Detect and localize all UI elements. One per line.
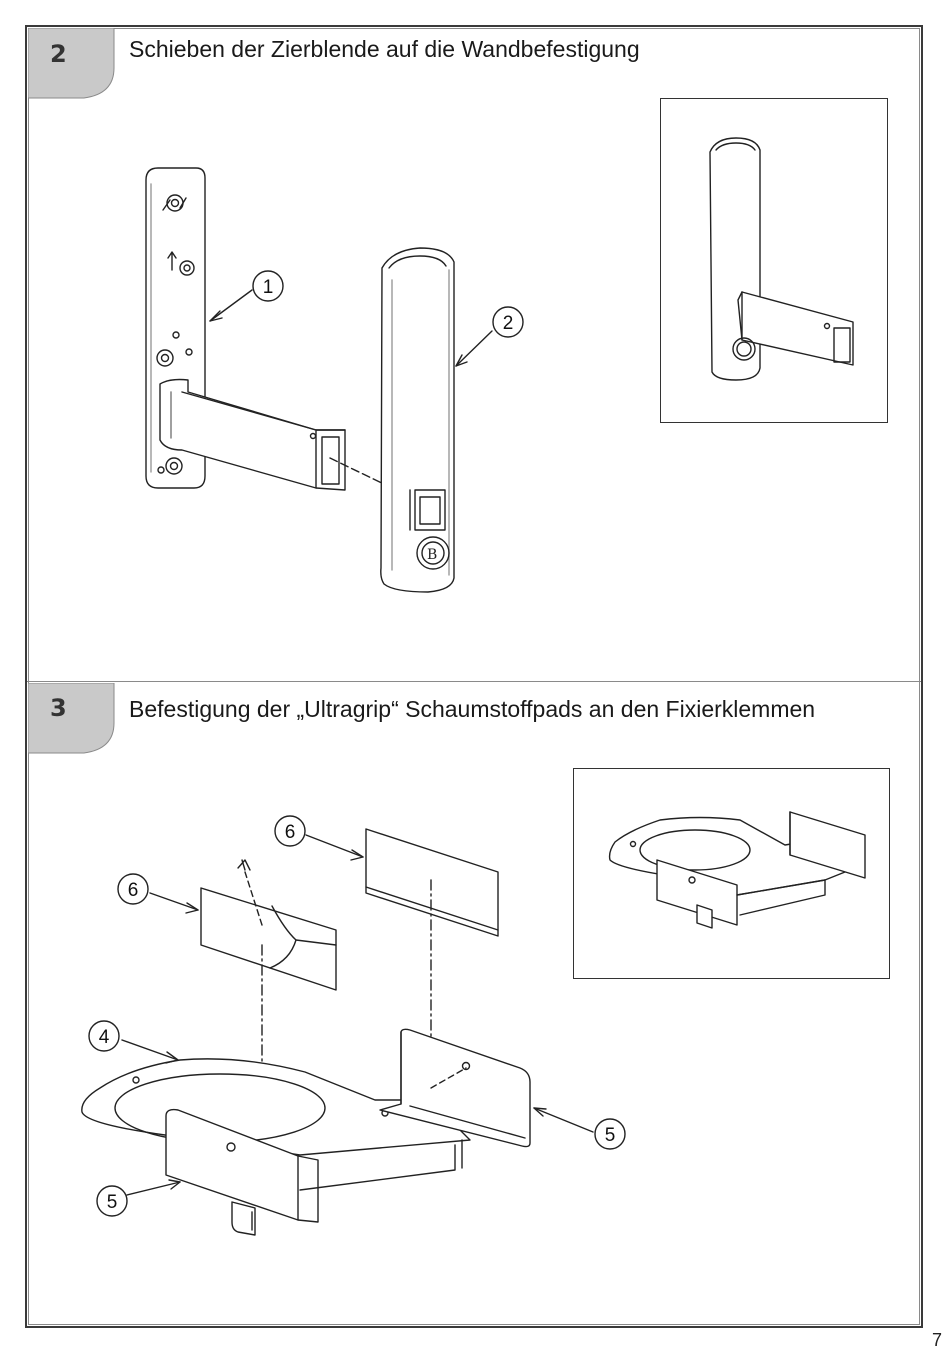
foam-pad-large-drawing [365,828,499,937]
callout-label-1: 1 [263,277,274,298]
callout-circle-5a [594,1118,626,1150]
callout-circle-5b [96,1185,128,1217]
callout-label-4: 4 [99,1027,110,1048]
section-divider [27,681,921,682]
step-3-title: Befestigung der „Ultragrip“ Schaumstoffp… [129,696,816,722]
step-2-inset-assembled-drawing [709,137,854,381]
wall-mount-plate-drawing [145,167,393,491]
page-number: 7 [931,1330,942,1350]
callout-label-5b: 5 [107,1192,118,1213]
foam-pad-small-drawing [200,859,337,991]
step-2-inset-box [660,98,888,423]
callout-circle-2 [492,306,524,338]
callout-circle-6a [274,815,306,847]
step-3-number: 3 [50,694,68,722]
step-2-tab [28,28,118,100]
step-2-number: 2 [50,40,68,68]
step-3-inset-assembled-drawing [608,811,866,929]
page-frame [25,25,923,1328]
callout-label-6b: 6 [128,880,139,901]
callout-circle-6b [117,873,149,905]
callout-label-2: 2 [503,313,514,334]
callout-label-5a: 5 [605,1125,616,1146]
decorative-cover-drawing: B [380,247,455,593]
svg-text:B: B [427,547,437,563]
step-3-tab [28,683,118,755]
step-2-title: Schieben der Zierblende auf die Wandbefe… [129,36,640,62]
clamp-plate-drawing [81,1028,531,1236]
callout-label-6a: 6 [285,822,296,843]
callout-circle-1 [252,270,284,302]
callout-circle-4 [88,1020,120,1052]
